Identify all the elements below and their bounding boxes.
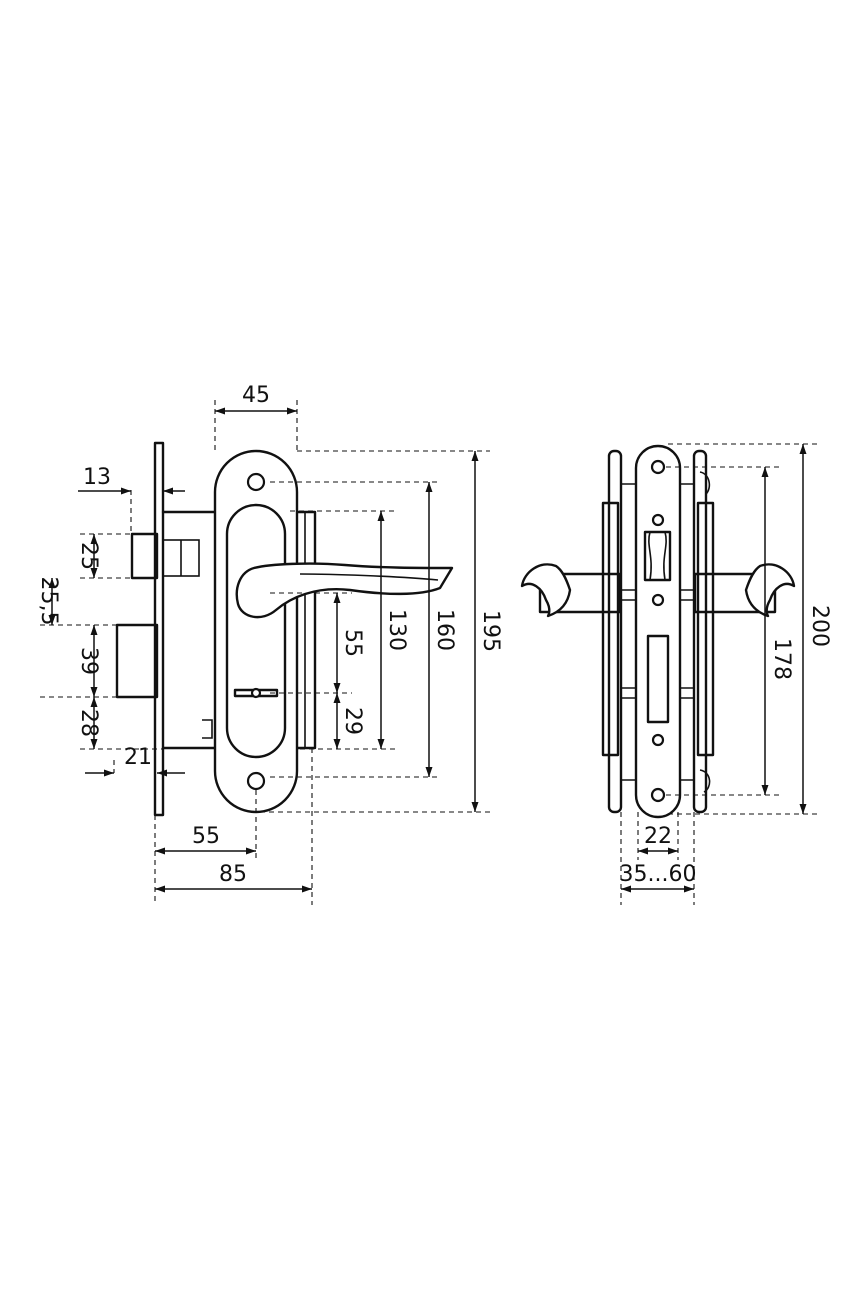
side-deadbolt-opening — [646, 634, 670, 724]
bottom-screw-hole — [246, 771, 266, 791]
left-plate — [607, 449, 623, 814]
side-top-screw — [650, 459, 666, 475]
dim-deadbolt-height: 39 — [76, 647, 101, 675]
dim-faceplate-width: 45 — [242, 383, 270, 408]
lever-handle — [235, 562, 454, 619]
side-dim-door-thickness: 35...60 — [620, 862, 697, 887]
dim-body-depth: 85 — [219, 862, 247, 887]
dim-handle-to-key: 55 — [340, 629, 365, 657]
deadbolt — [115, 623, 159, 699]
faceplate-inner — [225, 503, 287, 759]
side-dim-spindle: 22 — [644, 824, 672, 849]
side-dim-screw-span: 178 — [769, 638, 794, 680]
latch-bolt — [130, 532, 159, 580]
dim-forend-offset: 21 — [124, 745, 152, 770]
top-screw-hole — [246, 472, 266, 492]
dim-plate-height: 195 — [478, 610, 503, 652]
dim-faceplate-thickness: 13 — [83, 465, 111, 490]
forend-strip — [153, 441, 165, 817]
front-view: 45 13 25 25,5 39 28 21 55 29 130 160 195… — [36, 383, 503, 905]
side-bottom-screw — [650, 787, 666, 803]
side-forend — [634, 444, 682, 819]
dim-screw-span: 160 — [432, 609, 457, 651]
side-view: 178 200 22 35...60 — [520, 443, 832, 905]
dim-latch-gap: 25,5 — [36, 577, 61, 626]
dim-deadbolt-to-keyhole: 28 — [76, 709, 101, 737]
dim-key-to-bottom: 29 — [340, 707, 365, 735]
left-escutcheon — [601, 501, 620, 757]
dim-latch-height: 25 — [76, 542, 101, 570]
side-latch-opening — [643, 530, 672, 582]
right-plate — [692, 449, 708, 814]
dim-handle-span: 130 — [384, 609, 409, 651]
side-dim-plate-height: 200 — [807, 605, 832, 647]
dim-backset: 55 — [192, 824, 220, 849]
left-lever-tip — [520, 563, 572, 618]
